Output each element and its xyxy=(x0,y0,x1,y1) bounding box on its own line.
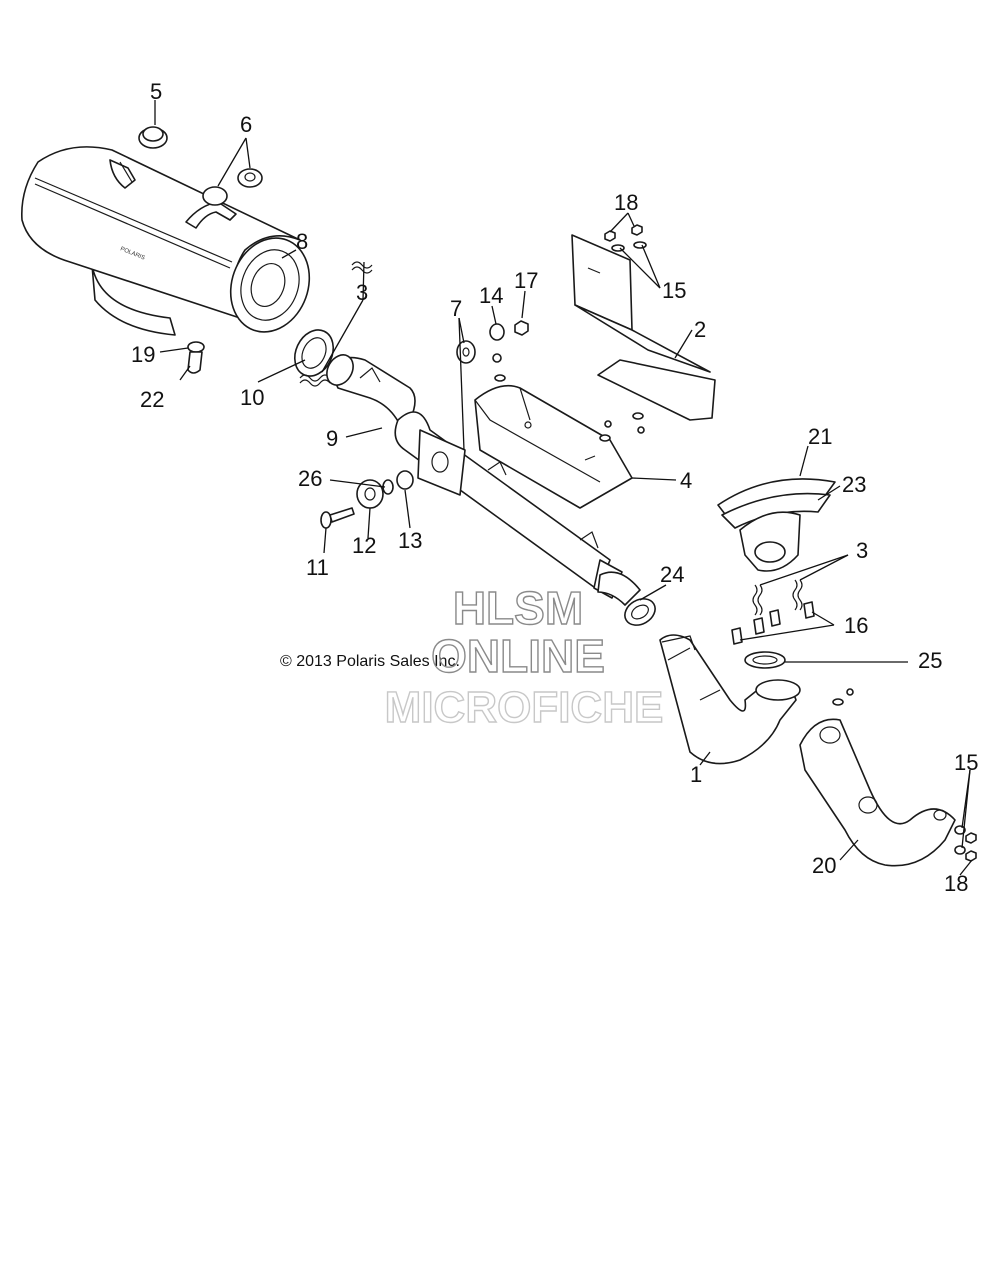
spacer-part-13[interactable] xyxy=(396,470,414,490)
watermark-line-1: HLSM xyxy=(453,582,583,634)
callout-14: 14 xyxy=(479,283,503,308)
grommet-part-5[interactable] xyxy=(138,126,168,149)
callout-3-upper: 3 xyxy=(356,280,368,305)
callout-9: 9 xyxy=(326,426,338,451)
head-pipe-part-1[interactable] xyxy=(659,634,801,765)
spring-part-3-lower[interactable] xyxy=(752,579,803,616)
flange-part-23[interactable] xyxy=(721,492,831,572)
callout-23: 23 xyxy=(842,472,866,497)
fasteners-small[interactable] xyxy=(492,353,645,442)
callout-21: 21 xyxy=(808,424,832,449)
watermark-line-3: MICROFICHE xyxy=(385,683,664,732)
callout-24: 24 xyxy=(660,562,684,587)
bolt-part-11[interactable] xyxy=(320,507,355,529)
watermark: HLSM ONLINE MICROFICHE xyxy=(384,581,664,732)
callout-8: 8 xyxy=(296,229,308,254)
callout-7: 7 xyxy=(450,296,462,321)
callout-25: 25 xyxy=(918,648,942,673)
callout-5: 5 xyxy=(150,79,162,104)
callout-15-bottom: 15 xyxy=(954,750,978,775)
spring-part-3-upper[interactable] xyxy=(299,261,373,387)
callout-3-lower: 3 xyxy=(856,538,868,563)
bolt-part-16[interactable] xyxy=(731,601,815,645)
heat-shield-part-20[interactable] xyxy=(799,688,956,867)
callout-12: 12 xyxy=(352,533,376,558)
seal-part-25[interactable] xyxy=(744,651,786,669)
watermark-line-2: ONLINE xyxy=(431,630,605,682)
heat-shield-part-4[interactable] xyxy=(474,384,633,509)
nut-part-17[interactable] xyxy=(514,320,529,336)
callout-1: 1 xyxy=(690,762,702,787)
callout-26: 26 xyxy=(298,466,322,491)
callout-22: 22 xyxy=(140,387,164,412)
muffler-part-8[interactable]: POLARIS xyxy=(21,146,322,343)
washer-part-14[interactable] xyxy=(489,323,505,341)
fasteners-part-15-18-top[interactable] xyxy=(604,224,647,252)
grommet-part-6[interactable] xyxy=(202,168,263,206)
callout-4: 4 xyxy=(680,468,692,493)
seal-part-24[interactable] xyxy=(620,594,660,631)
callout-16: 16 xyxy=(844,613,868,638)
callout-labels: 5 6 8 3 19 22 10 9 7 14 17 18 15 2 4 26 … xyxy=(131,79,978,896)
callout-11: 11 xyxy=(306,555,329,580)
callout-6: 6 xyxy=(240,112,252,137)
callout-19: 19 xyxy=(131,342,155,367)
rivet-part-19-22[interactable] xyxy=(187,341,205,374)
callout-20: 20 xyxy=(812,853,836,878)
callout-2: 2 xyxy=(694,317,706,342)
callout-10: 10 xyxy=(240,385,264,410)
copyright-text: © 2013 Polaris Sales Inc. xyxy=(280,653,460,670)
callout-18-bottom: 18 xyxy=(944,871,968,896)
callout-15-top: 15 xyxy=(662,278,686,303)
fasteners-part-15-18-bottom[interactable] xyxy=(954,825,977,862)
washer-part-7[interactable] xyxy=(456,340,476,364)
leader-lines xyxy=(154,100,973,876)
mid-pipe-part-9[interactable] xyxy=(322,350,641,606)
callout-17: 17 xyxy=(514,268,538,293)
callout-13: 13 xyxy=(398,528,422,553)
callout-18-top: 18 xyxy=(614,190,638,215)
